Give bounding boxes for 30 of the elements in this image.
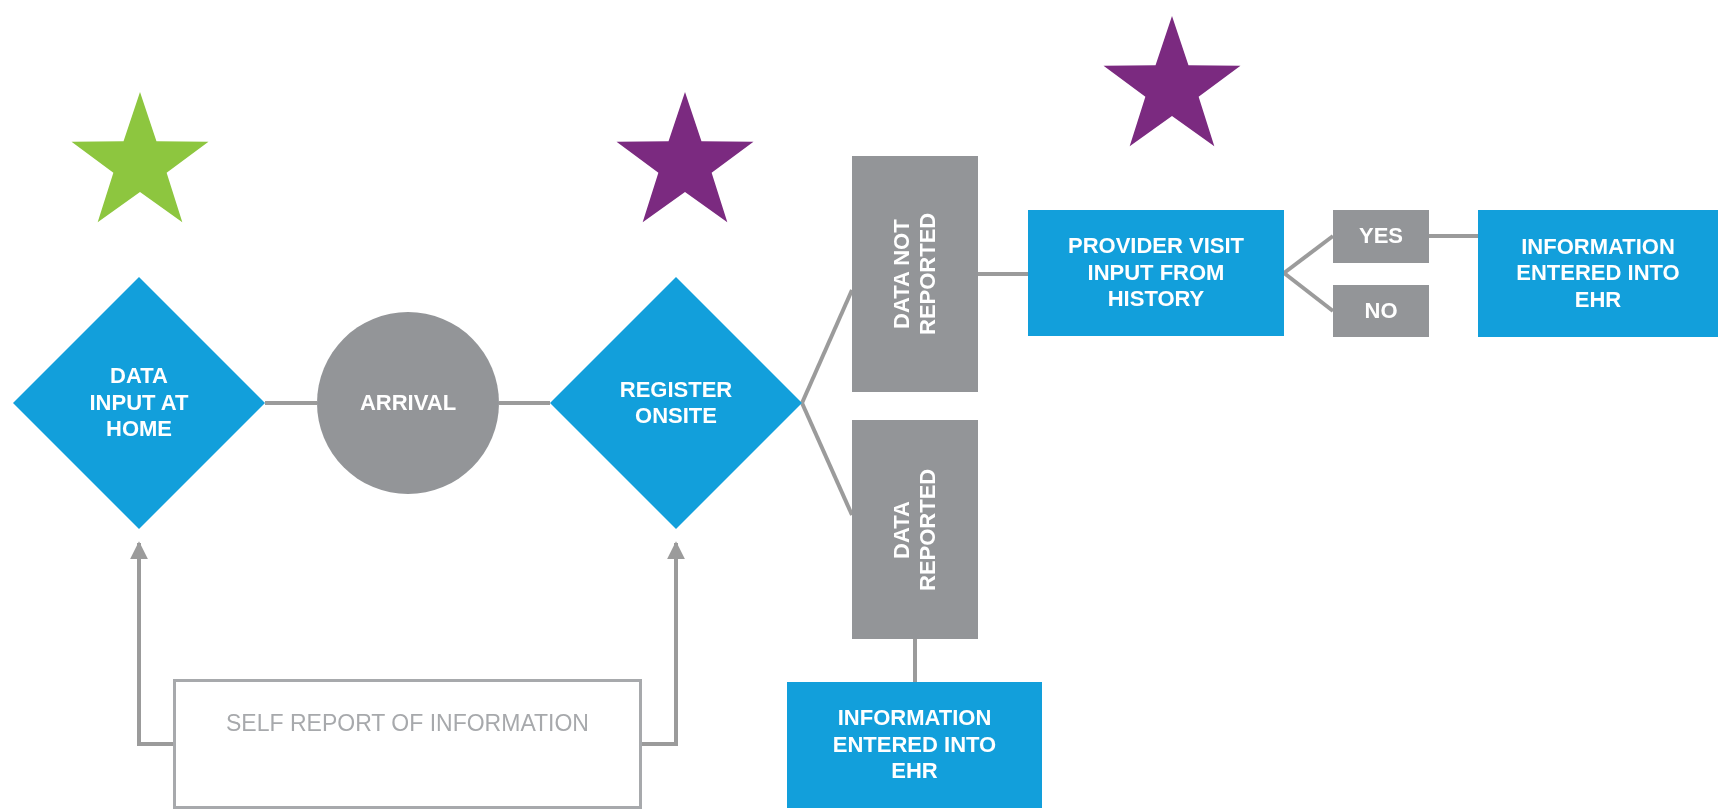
- connector-line: [499, 401, 550, 405]
- status-box: [852, 420, 978, 639]
- arrow: [130, 541, 173, 746]
- arrow: [642, 541, 685, 746]
- process-box: [1478, 210, 1718, 337]
- node-label: INFORMATION ENTERED INTO EHR: [1515, 233, 1681, 314]
- node-label: DATA INPUT AT HOME: [88, 363, 190, 443]
- connector-line: [1429, 234, 1478, 238]
- process-box: [1028, 210, 1284, 336]
- connector-line: [913, 639, 917, 682]
- node-label: YES: [1359, 223, 1403, 250]
- process-box: [787, 682, 1042, 808]
- connector-line: [265, 401, 317, 405]
- decision-diamond: [550, 277, 802, 529]
- connector-line: [800, 402, 854, 516]
- decision-diamond: [13, 277, 265, 529]
- status-box: [1333, 210, 1429, 263]
- status-box: [1333, 285, 1429, 337]
- node-label: REGISTER ONSITE: [618, 376, 734, 430]
- node-label: NO: [1364, 297, 1398, 325]
- status-box: [852, 156, 978, 392]
- node-label: PROVIDER VISIT INPUT FROM HISTORY: [1066, 233, 1245, 313]
- connector-line: [800, 289, 854, 404]
- node-label: INFORMATION ENTERED INTO EHR: [831, 705, 998, 785]
- node-label: DATA NOT REPORTED: [888, 211, 941, 338]
- note-box: [173, 679, 642, 809]
- connector-line: [978, 272, 1028, 276]
- node-label: ARRIVAL: [359, 389, 457, 417]
- node-label: DATA REPORTED: [888, 467, 941, 593]
- node-label: SELF REPORT OF INFORMATION: [226, 710, 589, 738]
